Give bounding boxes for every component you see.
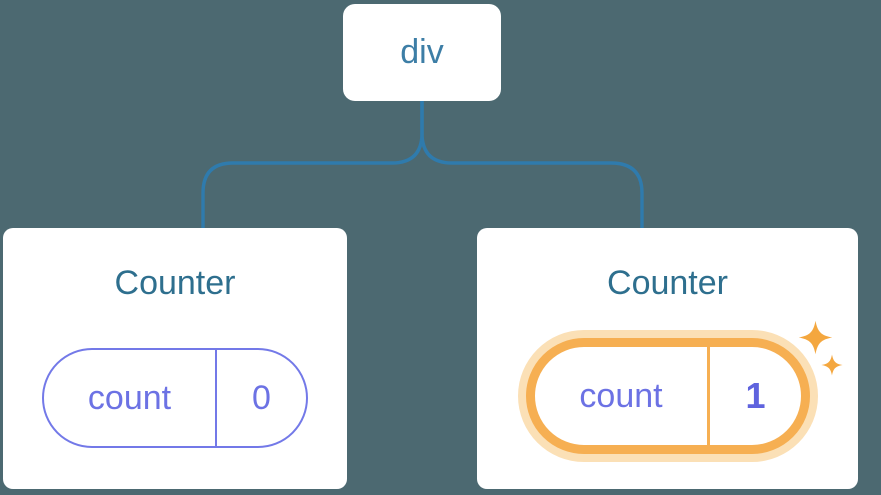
state-pill-highlighted: count 1: [526, 338, 810, 454]
connector-left-branch: [201, 101, 424, 229]
sparkle-icon: [821, 354, 843, 376]
state-pill: count 0: [42, 348, 308, 448]
tree-node-div: div: [343, 4, 501, 101]
connector-right-branch: [420, 101, 644, 229]
state-value: 0: [252, 378, 271, 417]
counter-card-second: Counter count 1: [477, 228, 858, 489]
state-key-label: count: [44, 350, 217, 446]
node-label: div: [400, 33, 444, 71]
component-title: Counter: [607, 264, 728, 302]
sparkle-icon: [798, 320, 833, 355]
state-value: 1: [745, 375, 766, 416]
state-key-label: count: [535, 347, 710, 445]
component-title: Counter: [114, 264, 236, 302]
counter-card-first: Counter count 0: [3, 228, 347, 489]
